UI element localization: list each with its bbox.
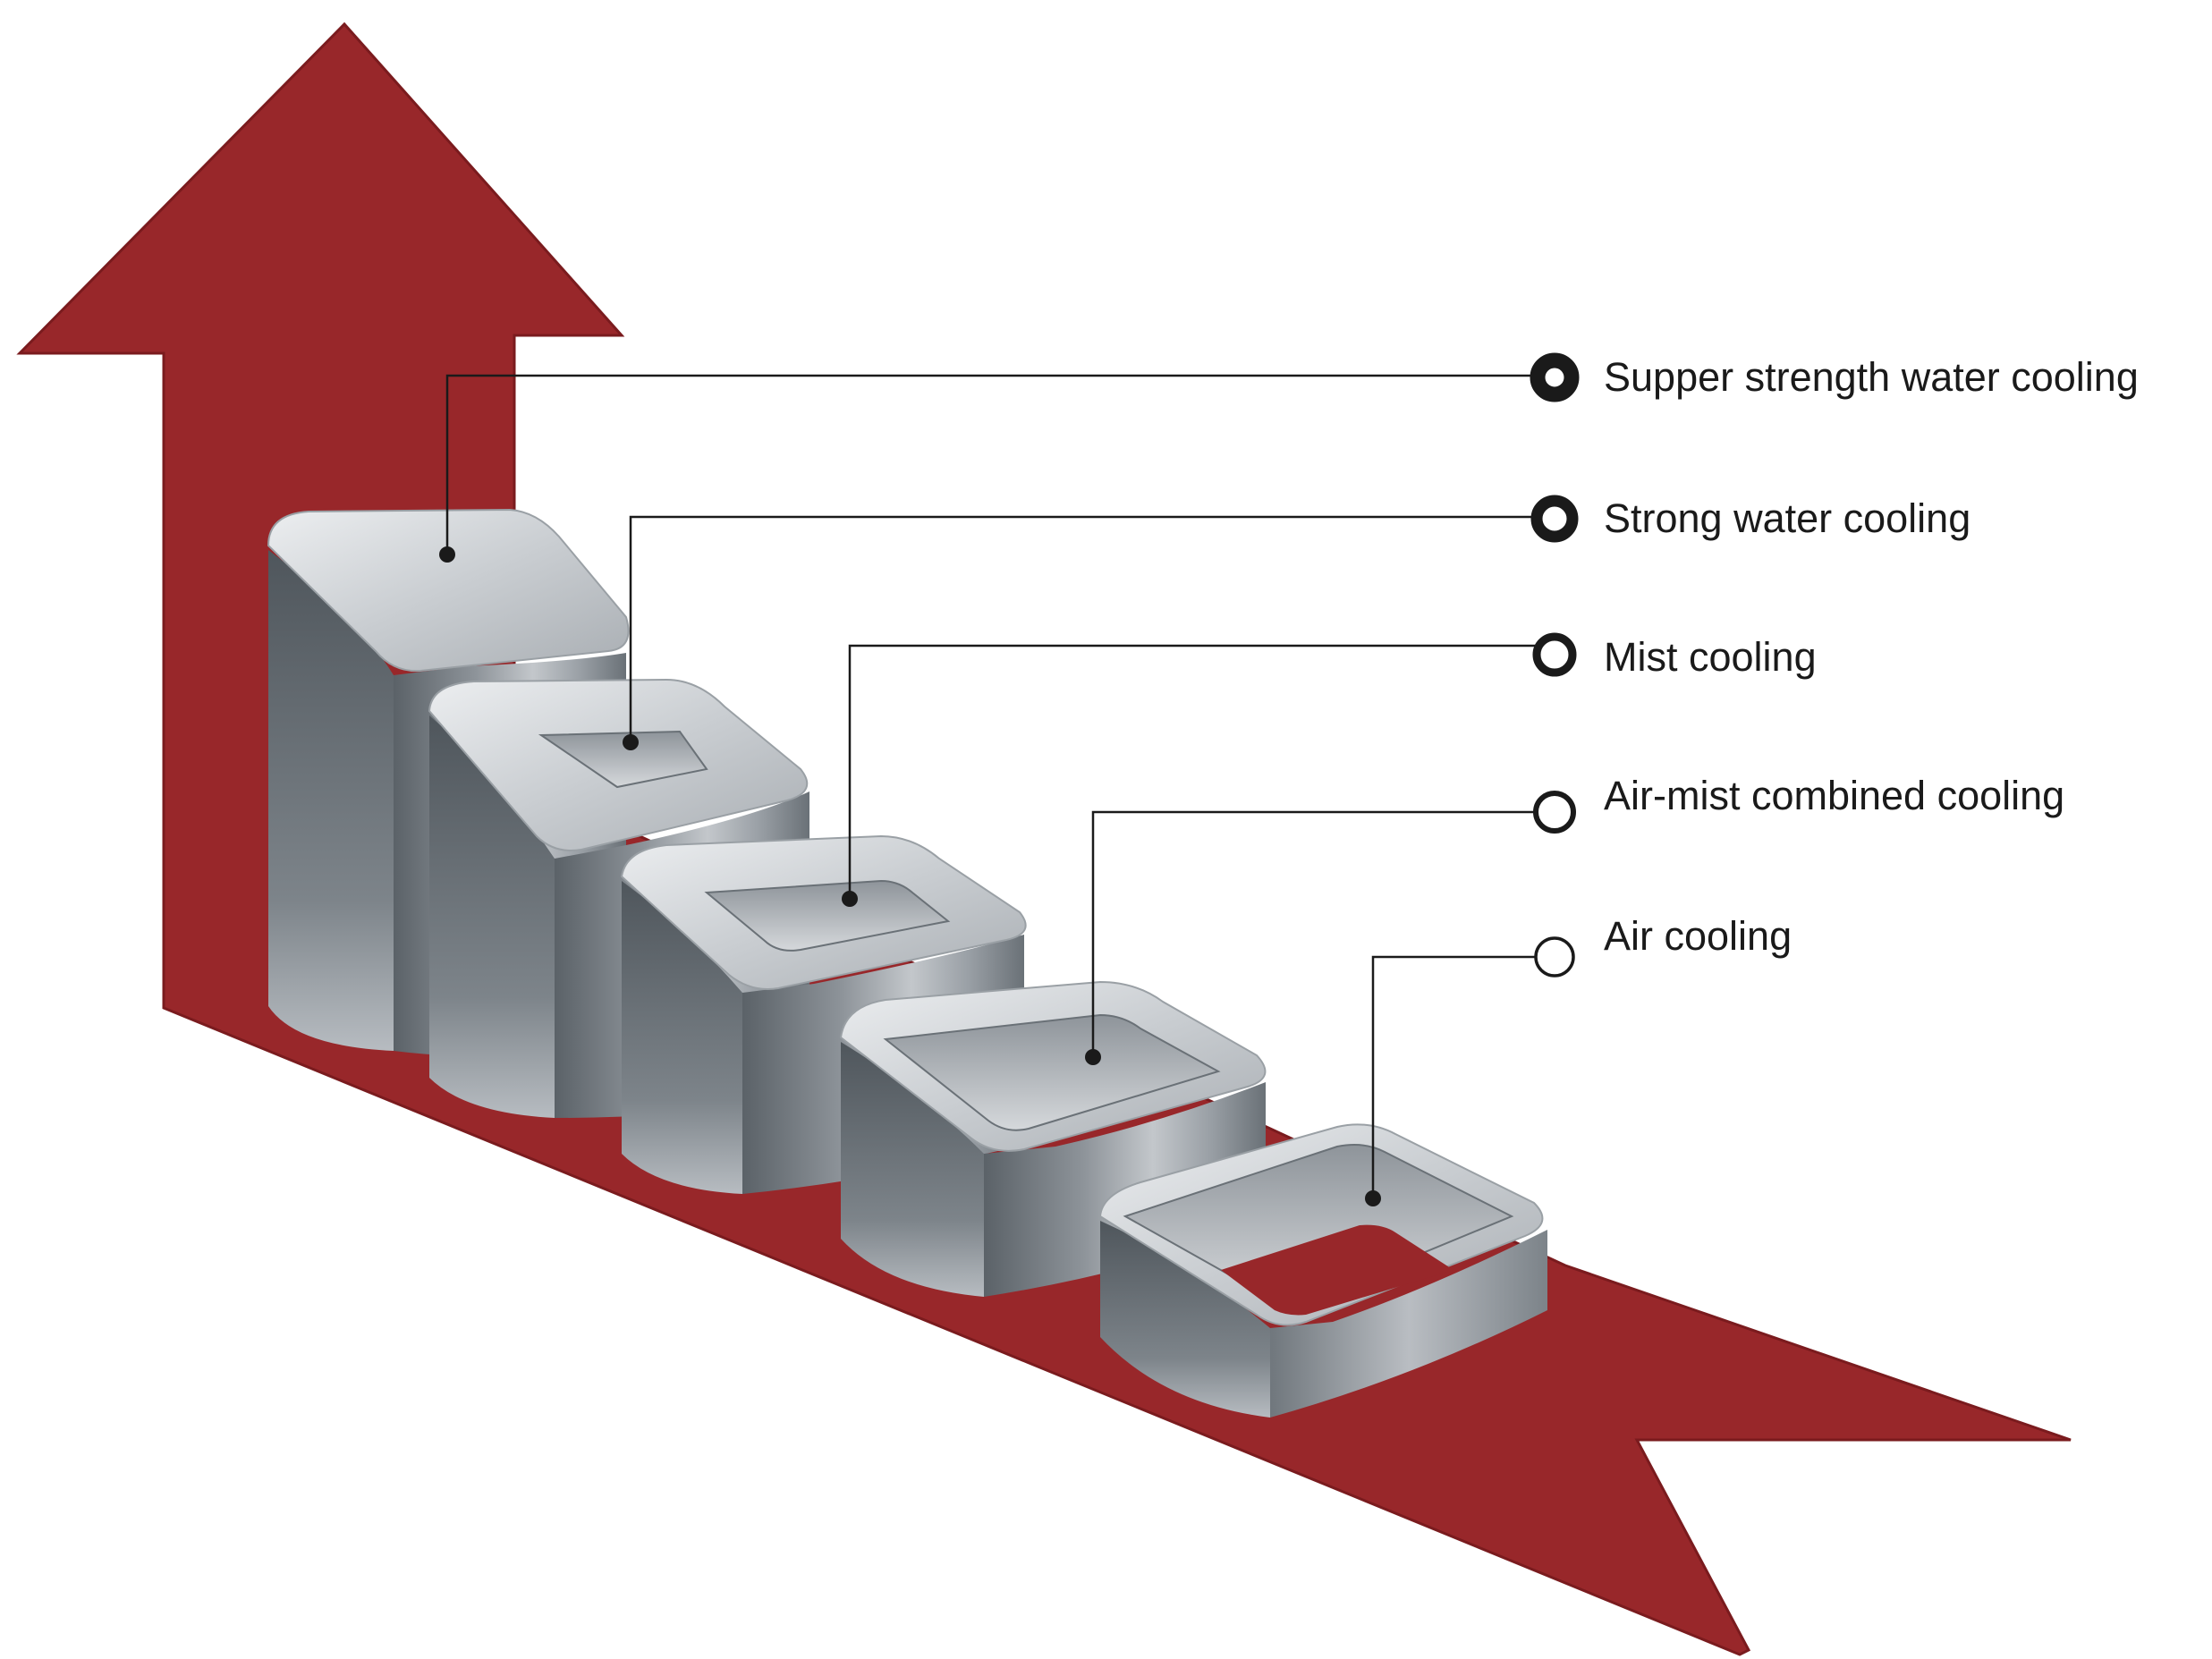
legend-label: Air cooling bbox=[1604, 913, 1792, 959]
legend-label: Air-mist combined cooling bbox=[1604, 773, 2064, 818]
ring-marker-icon bbox=[1534, 936, 1575, 978]
pointer-dot bbox=[1365, 1190, 1381, 1206]
legend-level-4: Air-mist combined cooling bbox=[1085, 773, 2064, 1065]
legend-label: Supper strength water cooling bbox=[1604, 354, 2139, 400]
legend-level-2: Strong water cooling bbox=[623, 495, 1970, 750]
ring-marker-icon bbox=[1530, 352, 1580, 402]
ring-marker-icon bbox=[1532, 632, 1577, 677]
ring-marker-icon bbox=[1530, 495, 1579, 543]
leader-line bbox=[848, 644, 1538, 899]
leader-line bbox=[629, 515, 1538, 742]
pointer-dot bbox=[842, 891, 858, 907]
ring-marker-icon bbox=[1533, 791, 1576, 834]
profile-very-thin-wall-tube bbox=[1098, 1123, 1547, 1418]
leader-line bbox=[1371, 955, 1538, 1198]
legend-level-5: Air cooling bbox=[1365, 913, 1792, 1206]
legend-level-1: Supper strength water cooling bbox=[439, 352, 2139, 563]
profile-medium-wall-tube bbox=[620, 834, 1027, 1194]
legend-label: Mist cooling bbox=[1604, 634, 1817, 680]
pointer-dot bbox=[1085, 1049, 1101, 1065]
leader-line bbox=[1091, 810, 1538, 1057]
pointer-dot bbox=[439, 546, 455, 563]
legend-label: Strong water cooling bbox=[1604, 495, 1970, 541]
leader-line bbox=[445, 374, 1538, 554]
pointer-dot bbox=[623, 734, 639, 750]
legend-level-3: Mist cooling bbox=[842, 632, 1817, 907]
